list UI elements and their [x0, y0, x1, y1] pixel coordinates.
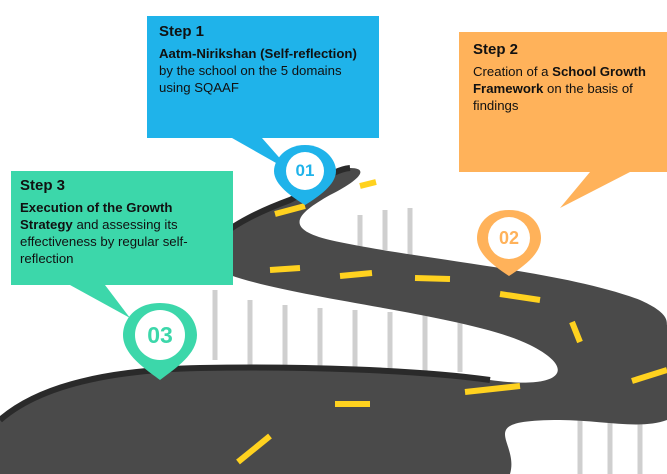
lane-markings [236, 179, 667, 465]
step2-text: Creation of a [473, 64, 553, 79]
step2-callout: Step 2 Creation of a School Growth Frame… [459, 32, 667, 172]
step3-text: and assessing its effectiveness by regul… [20, 217, 188, 266]
step1-marker-pin [274, 145, 336, 205]
step2-marker-pin [477, 210, 541, 276]
step3-marker-number: 03 [147, 322, 173, 348]
step1-callout: Step 1 Aatm-Nirikshan (Self-reflection) … [147, 16, 379, 138]
step1-emphasis: Aatm-Nirikshan (Self-reflection) [159, 46, 357, 61]
road-edge [0, 364, 491, 423]
step3-emphasis: Execution of the Growth Strategy [20, 200, 173, 232]
step1-marker-number: 01 [295, 161, 315, 180]
step1-description: Aatm-Nirikshan (Self-reflection) by the … [159, 45, 369, 96]
step2-description: Creation of a School Growth Framework on… [473, 63, 659, 114]
step1-title: Step 1 [159, 23, 205, 40]
step3-callout-tail [70, 285, 130, 318]
step1-text: by the school on the 5 domains using SQA… [159, 63, 342, 95]
step2-callout-tail [560, 172, 630, 208]
step3-callout: Step 3 Execution of the Growth Strategy … [11, 171, 233, 285]
step2-marker-number: 02 [498, 228, 520, 248]
step2-text-end: on the basis of findings [473, 81, 633, 113]
step3-description: Execution of the Growth Strategy and ass… [20, 199, 225, 267]
step2-title: Step 2 [473, 41, 519, 58]
step3-marker-pin [123, 303, 197, 380]
step3-title: Step 3 [20, 177, 66, 194]
step2-emphasis: School Growth Framework [473, 64, 646, 96]
road-surface [0, 168, 667, 474]
